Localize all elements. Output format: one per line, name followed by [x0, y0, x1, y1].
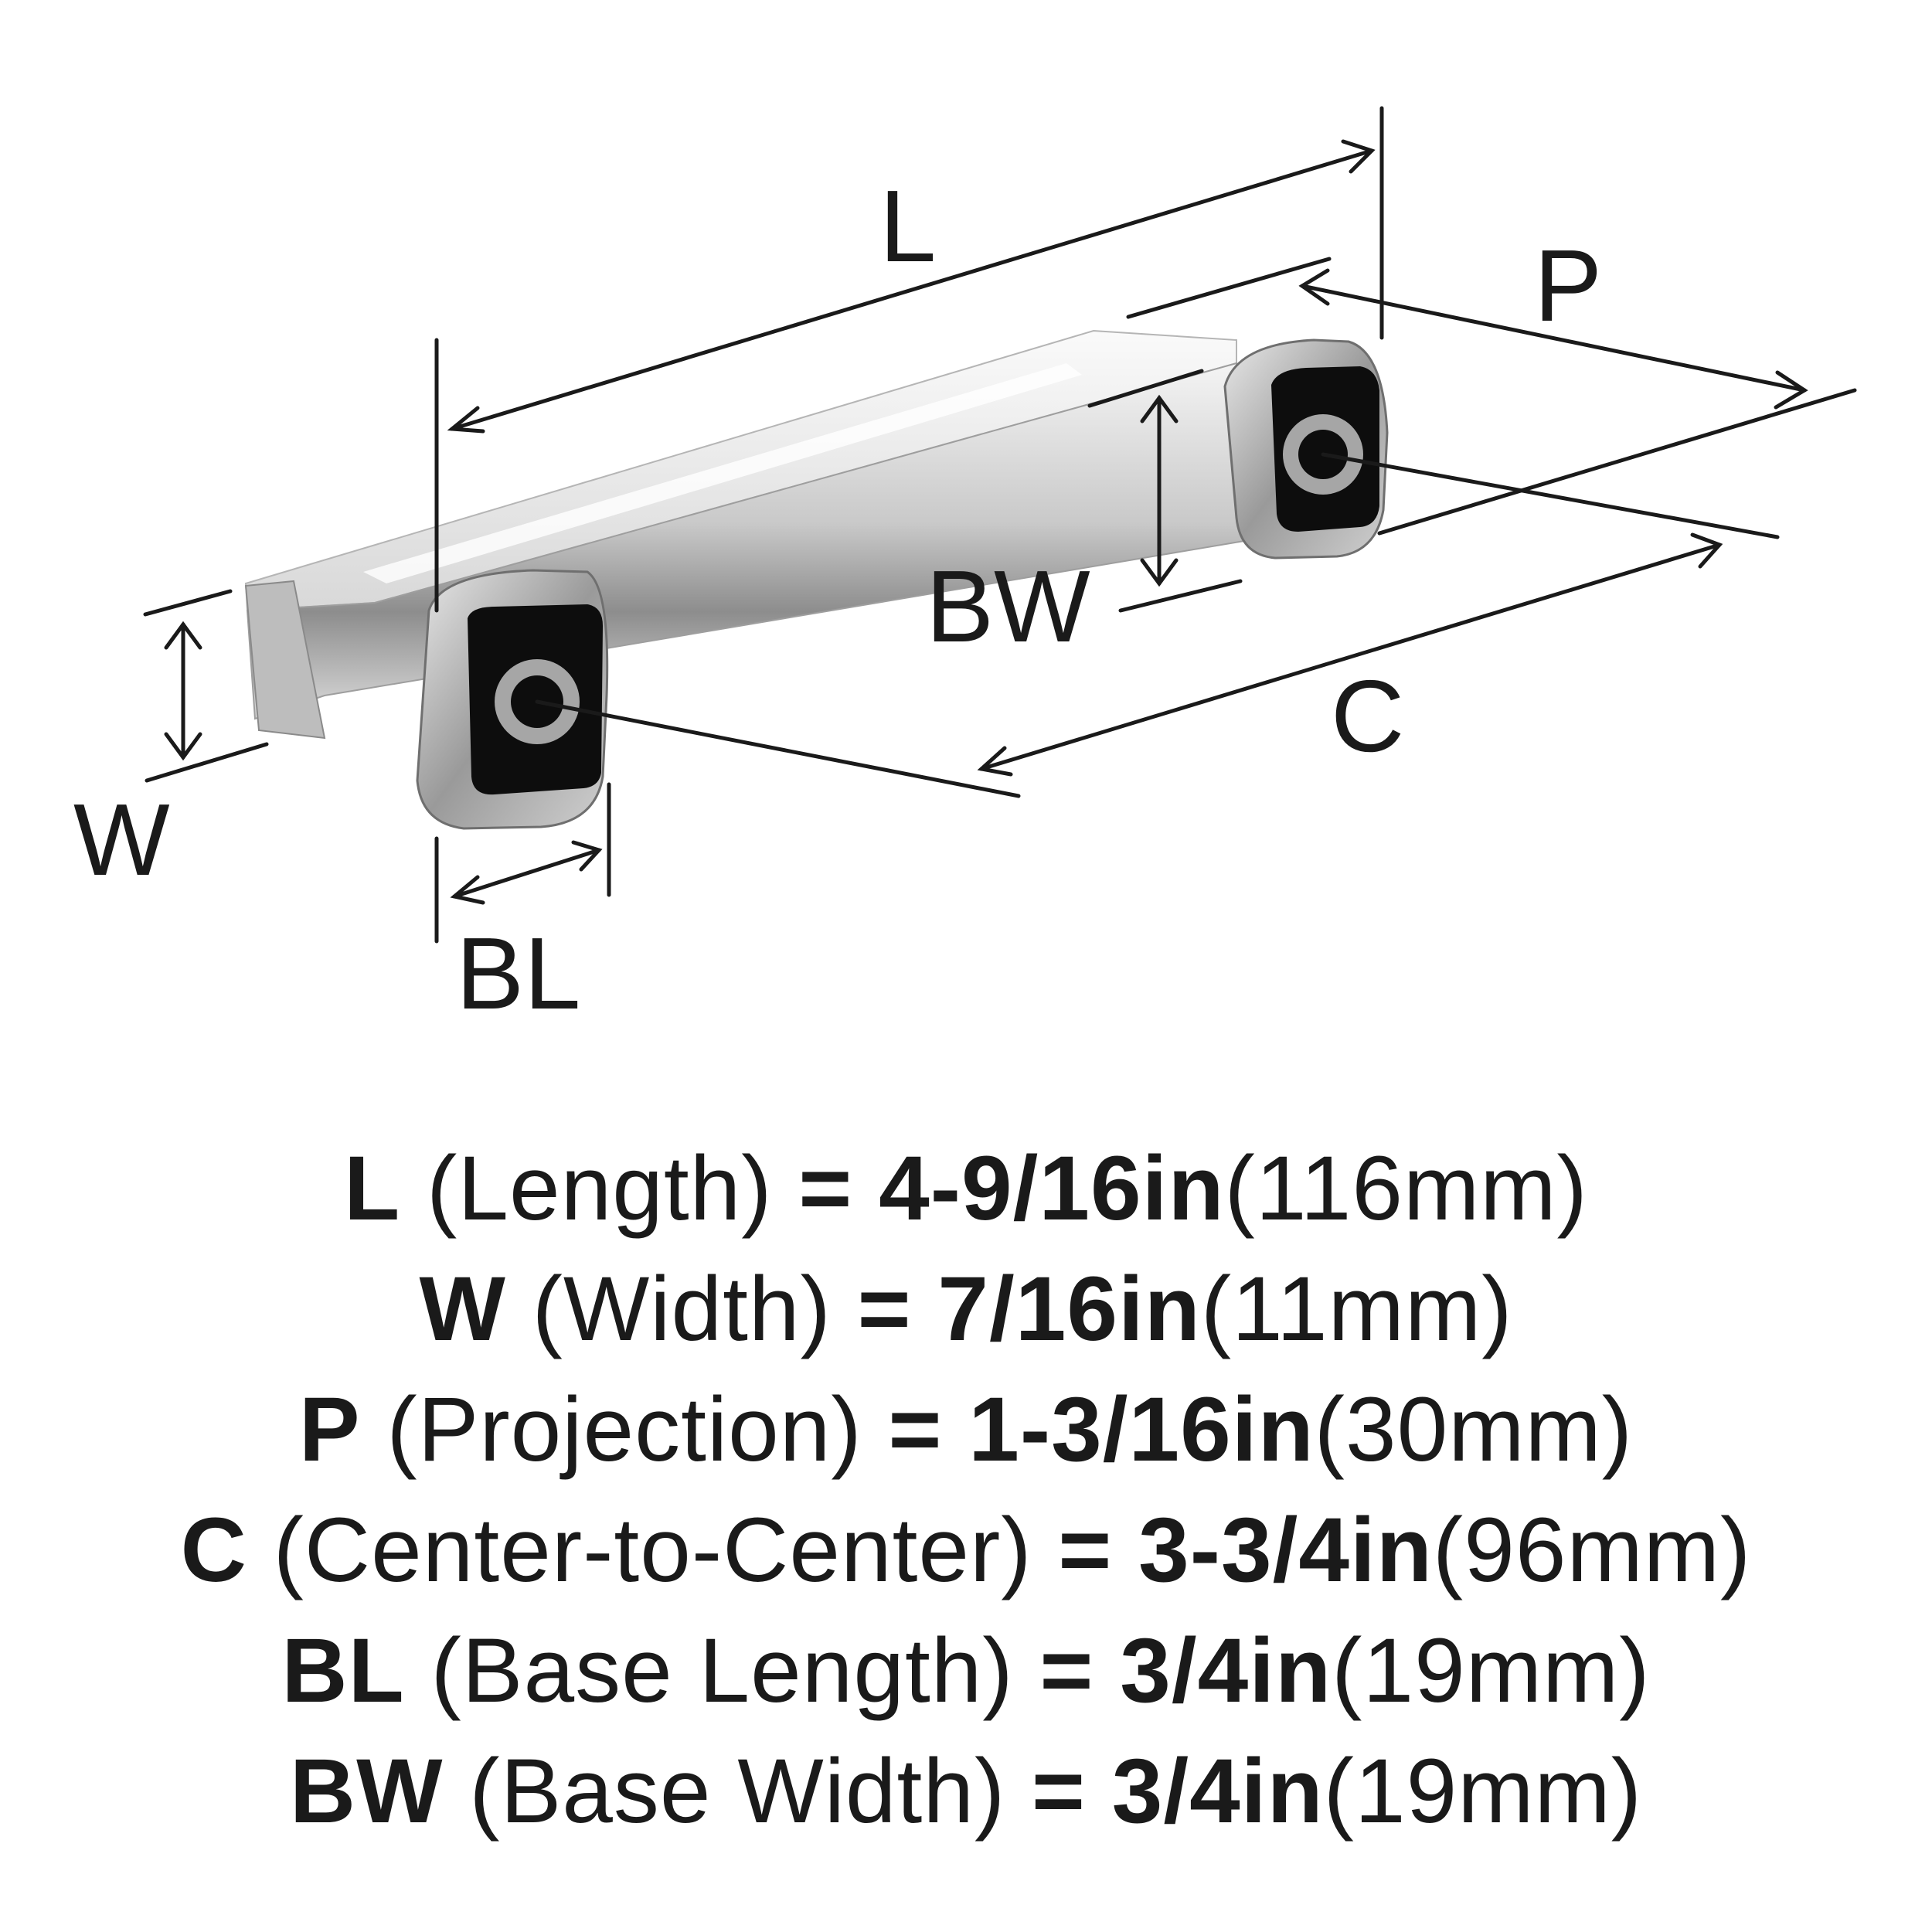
W-arrow-bottom — [164, 732, 202, 761]
C-centerline-left — [535, 699, 1021, 798]
spec-name: (Base Length) — [430, 1620, 1014, 1722]
spec-equals: = — [857, 1258, 912, 1360]
P-arrow-left — [1298, 268, 1330, 306]
spec-code: L — [344, 1138, 401, 1240]
spec-code: BW — [289, 1740, 444, 1842]
spec-equals: = — [1039, 1620, 1094, 1722]
C-centerline-right — [1321, 452, 1780, 539]
spec-row-center-to-center: C (Center-to-Center) = 3-3/4in(96mm) — [0, 1490, 1932, 1611]
L-arrow-left — [447, 406, 485, 434]
spec-code: BL — [281, 1620, 405, 1722]
BW-arrow-bottom — [1140, 558, 1179, 587]
spec-equals: = — [798, 1138, 853, 1240]
spec-name: (Projection) — [386, 1379, 862, 1481]
pull-left-end — [244, 580, 326, 740]
spec-millimeters: (116mm) — [1224, 1138, 1588, 1240]
C-arrow-right — [1690, 532, 1723, 569]
P-extension-front — [1377, 388, 1857, 536]
label-BW: BW — [926, 549, 1090, 663]
spec-name: (Length) — [427, 1138, 773, 1240]
L-dimension-line — [450, 148, 1374, 431]
label-L: L — [879, 169, 936, 283]
label-BL: BL — [456, 917, 580, 1030]
dimension-spec-list: L (Length) = 4-9/16in(116mm) W (Width) =… — [0, 1128, 1932, 1852]
BL-arrow-right — [571, 840, 603, 872]
spec-equals: = — [888, 1379, 943, 1481]
dimension-lines — [143, 106, 1857, 944]
W-extension-bottom — [145, 742, 269, 783]
spec-code: C — [180, 1499, 247, 1601]
spec-row-base-width: BW (Base Width) = 3/4in(19mm) — [0, 1731, 1932, 1852]
spec-row-length: L (Length) = 4-9/16in(116mm) — [0, 1128, 1932, 1249]
spec-row-projection: P (Projection) = 1-3/16in(30mm) — [0, 1369, 1932, 1490]
spec-millimeters: (96mm) — [1432, 1499, 1752, 1601]
BW-extension-top — [1087, 369, 1204, 408]
BW-extension-bottom — [1118, 579, 1243, 613]
right-base — [1223, 338, 1389, 560]
pull-bar-highlight — [363, 363, 1082, 583]
cabinet-pull-dimension-diagram: L P BW C W BL — [73, 106, 1857, 1030]
W-arrow-top — [164, 621, 202, 650]
spec-millimeters: (19mm) — [1323, 1740, 1643, 1842]
label-P: P — [1534, 229, 1602, 342]
spec-inches: 4-9/16in — [879, 1138, 1225, 1240]
label-C: C — [1331, 659, 1404, 773]
left-base — [416, 569, 609, 830]
spec-code: W — [419, 1258, 506, 1360]
dimension-labels: L P BW C W BL — [73, 169, 1602, 1030]
spec-name: (Base Width) — [469, 1740, 1006, 1842]
spec-millimeters: (19mm) — [1332, 1620, 1651, 1722]
spec-inches: 3-3/4in — [1138, 1499, 1433, 1601]
P-arrow-right — [1774, 370, 1808, 410]
BL-dimension-line — [452, 848, 601, 899]
spec-equals: = — [1058, 1499, 1113, 1601]
P-dimension-line — [1300, 284, 1807, 393]
spec-millimeters: (30mm) — [1314, 1379, 1634, 1481]
spec-inches: 3/4in — [1111, 1740, 1324, 1842]
spec-row-base-length: BL (Base Length) = 3/4in(19mm) — [0, 1611, 1932, 1731]
spec-row-width: W (Width) = 7/16in(11mm) — [0, 1249, 1932, 1369]
C-arrow-left — [977, 746, 1013, 777]
spec-millimeters: (11mm) — [1200, 1258, 1513, 1360]
L-arrow-right — [1341, 139, 1376, 174]
spec-equals: = — [1032, 1740, 1086, 1842]
P-extension-back — [1126, 257, 1332, 319]
spec-name: (Width) — [532, 1258, 832, 1360]
BW-arrow-top — [1140, 394, 1179, 423]
spec-inches: 1-3/16in — [968, 1379, 1315, 1481]
spec-code: P — [298, 1379, 361, 1481]
spec-inches: 3/4in — [1120, 1620, 1332, 1722]
spec-name: (Center-to-Center) — [273, 1499, 1032, 1601]
cabinet-pull-illustration — [244, 329, 1389, 830]
label-W: W — [73, 783, 170, 896]
C-dimension-line — [979, 543, 1722, 771]
W-extension-top — [143, 589, 233, 617]
spec-inches: 7/16in — [937, 1258, 1201, 1360]
BL-arrow-left — [450, 875, 485, 905]
